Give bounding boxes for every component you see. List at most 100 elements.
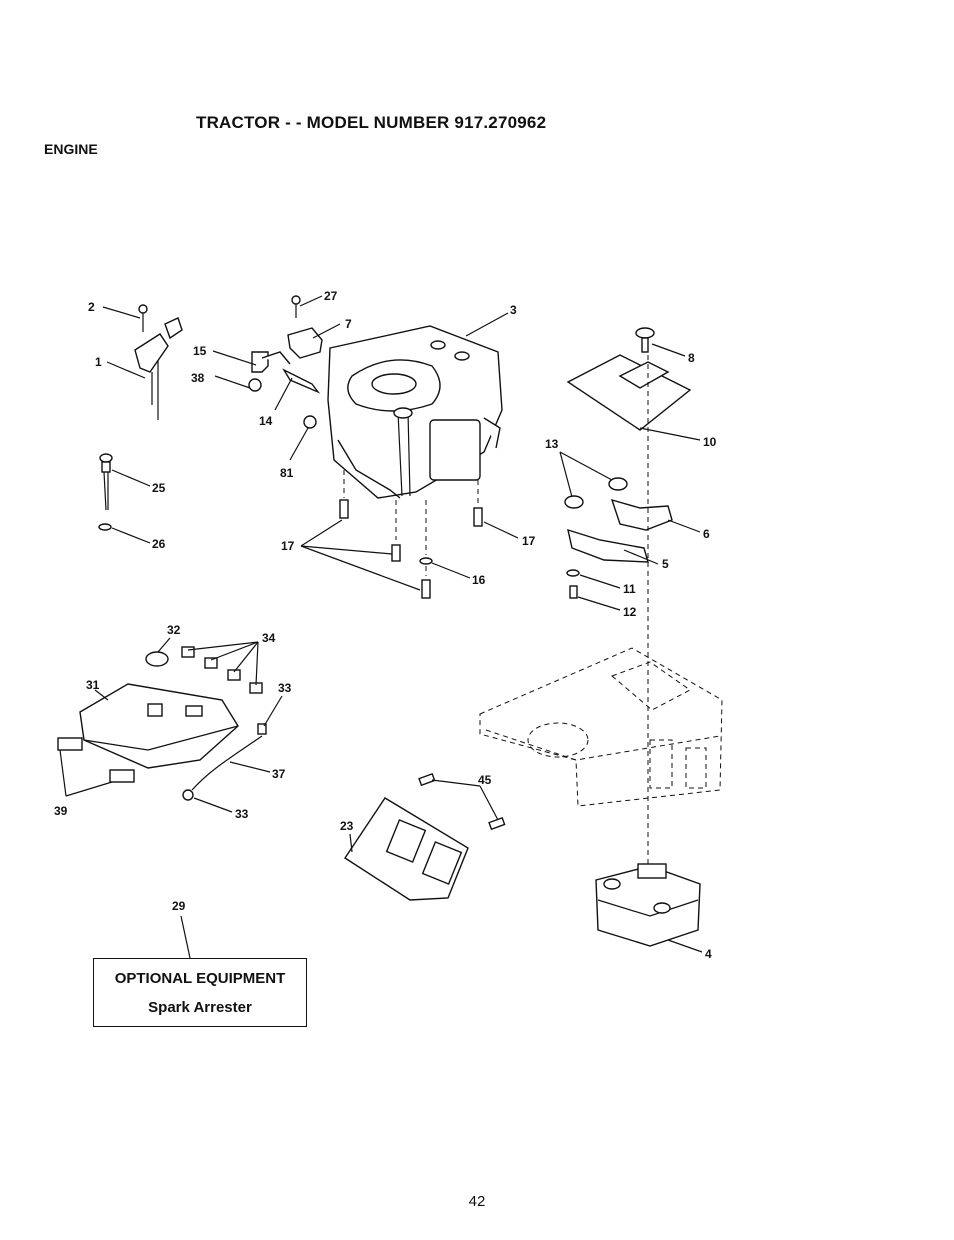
mounting-bolt-part [339,470,483,599]
callout-6: 6 [703,527,710,541]
callout-37: 37 [272,767,286,781]
page-title: TRACTOR - - MODEL NUMBER 917.270962 [196,113,547,132]
filter-element-part [109,769,135,783]
leader-5 [623,549,659,565]
callout-32: 32 [167,623,181,637]
leader-32 [157,637,171,653]
dipstick-part [99,453,113,511]
callout-27: 27 [324,289,338,303]
tractor-frame-outline [479,647,723,807]
callout-1: 1 [95,355,102,369]
leader-34b [210,641,259,661]
leader-2 [102,306,141,319]
optional-equipment-heading: OPTIONAL EQUIPMENT [114,970,286,987]
exhaust-pipe-part [610,498,673,531]
leader-10 [639,427,701,441]
callout-34: 34 [262,631,276,645]
leader-17a-2 [300,545,393,555]
leader-7 [312,323,341,339]
leader-37 [229,761,271,773]
leader-3 [465,312,509,337]
callout-4: 4 [705,947,712,961]
page-number: 42 [468,1193,486,1210]
callout-26: 26 [152,537,166,551]
leader-17a-3 [300,545,421,591]
air-cleaner-knob-part [145,651,169,667]
leader-45b [479,785,499,821]
leader-33b [193,797,233,813]
muffler-part [595,863,701,947]
leader-17a-1 [300,519,343,547]
hose-clamp-part [257,723,267,735]
callout-81: 81 [280,466,294,480]
leader-39b [65,781,113,797]
leader-31 [94,689,109,701]
callout-2: 2 [88,300,95,314]
leader-34a [187,641,259,651]
exhaust-washer-part [566,569,580,577]
leader-1 [106,361,146,379]
callout-31: 31 [86,678,100,692]
heat-shield-part [566,354,692,431]
leader-26 [111,527,151,544]
engine-part [327,325,503,499]
callout-29: 29 [172,899,186,913]
bracket-part [287,327,323,359]
optional-equipment-box: OPTIONAL EQUIPMENT Spark Arrester [93,958,307,1027]
callout-10: 10 [703,435,717,449]
callout-16: 16 [472,573,486,587]
gasket-part [564,495,584,509]
leader-12 [577,596,621,611]
callout-8: 8 [688,351,695,365]
leader-8 [651,343,686,357]
shoulder-bolt-part [635,327,655,353]
lower-shield-part [344,797,469,901]
callout-23: 23 [340,819,354,833]
fitting-nut-part [248,378,262,392]
leader-33a [263,695,283,727]
callout-39: 39 [54,804,68,818]
callout-12: 12 [623,605,637,619]
shield-bolt-part [418,772,506,831]
callout-13: 13 [545,437,559,451]
leader-27 [299,295,323,307]
elbow-fitting-part [251,351,269,373]
throttle-control-part [134,304,183,420]
optional-equipment-item: Spark Arrester [148,999,252,1016]
air-cleaner-part [79,683,239,769]
callout-11: 11 [623,582,636,596]
callout-33a: 33 [278,681,292,695]
bolt-part [291,295,301,318]
exhaust-pipe-part [567,528,649,563]
leader-15 [212,350,257,366]
leader-29 [180,915,191,959]
dipstick-seal-part [98,523,112,531]
leader-81 [289,427,309,461]
foam-block-part [181,646,263,694]
leader-34c [233,641,259,673]
leader-34d [255,641,259,686]
leader-23 [349,833,353,853]
leader-38 [214,375,251,389]
callout-33b: 33 [235,807,249,821]
section-heading: ENGINE [44,141,98,157]
leader-14 [274,377,293,411]
leader-4 [667,939,703,953]
callout-17b: 17 [522,534,536,548]
leader-16 [431,562,471,579]
leader-6 [667,519,701,533]
leader-25 [111,469,151,487]
gasket-part [608,477,628,491]
callout-25: 25 [152,481,166,495]
leader-13b [559,451,613,481]
hose-clamp-part [182,789,194,801]
callout-15: 15 [193,344,207,358]
leader-39a [59,749,67,797]
callout-3: 3 [510,303,517,317]
callout-45: 45 [478,773,492,787]
fuel-pump-part [282,368,321,394]
callout-7: 7 [345,317,352,331]
callout-17a: 17 [281,539,295,553]
elbow-bend-part [261,351,291,365]
callout-38: 38 [191,371,205,385]
